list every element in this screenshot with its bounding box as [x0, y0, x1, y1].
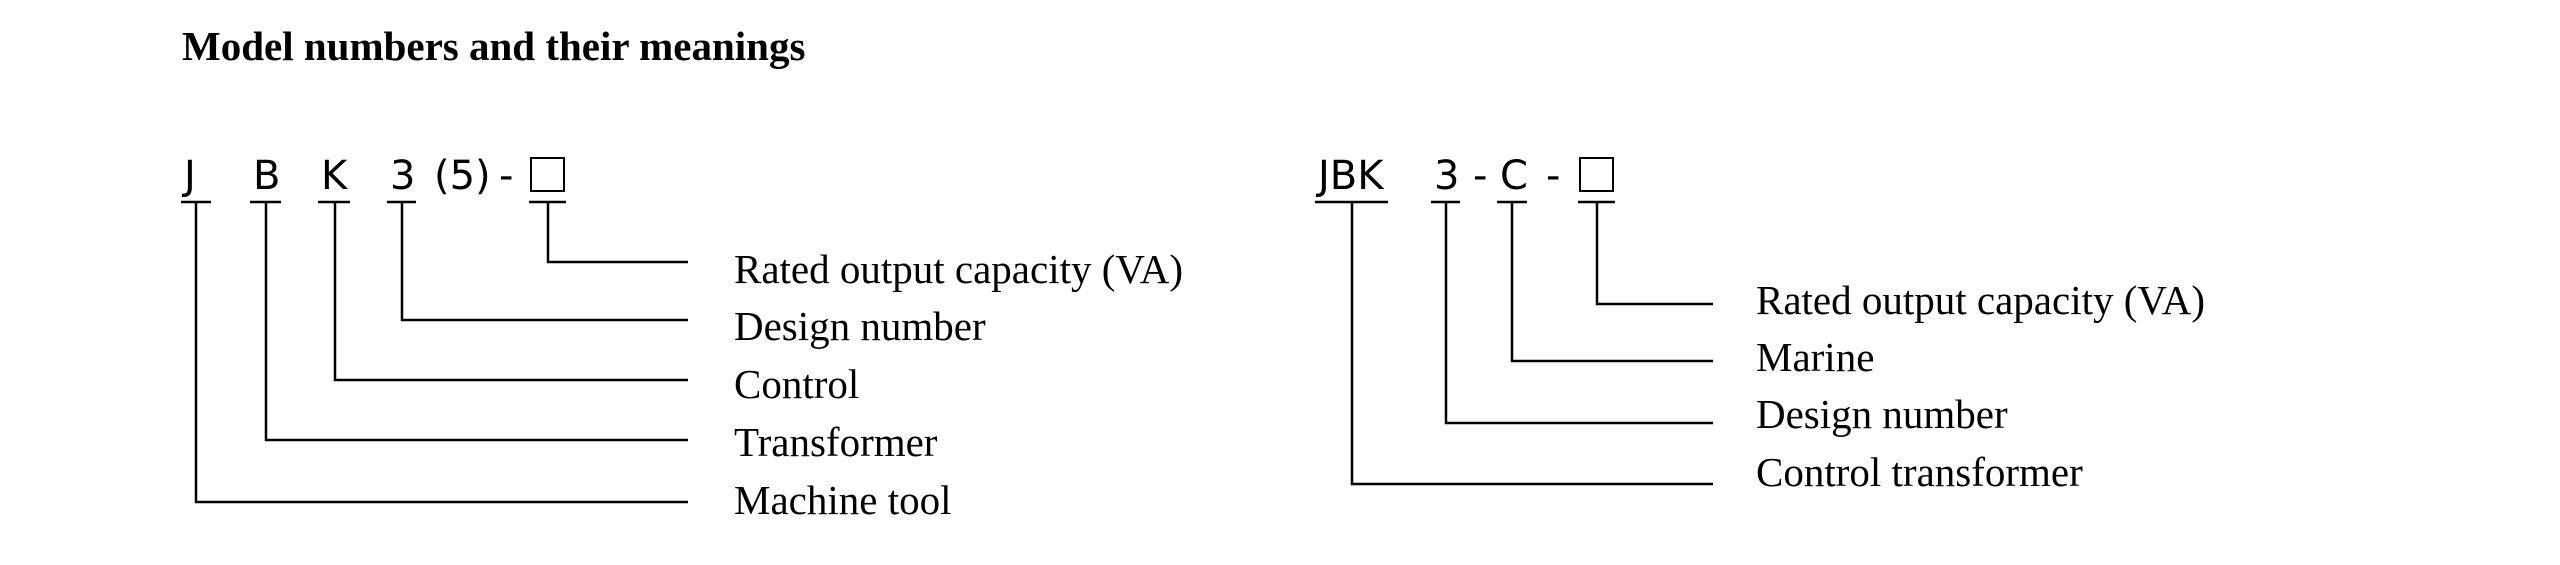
- code-digit-3: 3: [1434, 153, 1460, 199]
- leader-control-transformer: [1350, 202, 1713, 486]
- label-design-number: Design number: [1756, 391, 2008, 437]
- code-letter-j: J: [184, 153, 196, 199]
- capacity-placeholder-box: [530, 157, 565, 192]
- label-marine: Marine: [1756, 334, 1875, 380]
- code-dash: -: [499, 153, 514, 199]
- label-rated-output-capacity: Rated output capacity (VA): [734, 246, 1183, 292]
- code-letter-k: K: [321, 153, 348, 199]
- leader-control: [333, 202, 688, 382]
- code-variant-5: (5): [434, 153, 491, 199]
- label-transformer: Transformer: [734, 419, 938, 465]
- capacity-placeholder-box: [1579, 157, 1614, 192]
- leader-machine-tool: [194, 202, 688, 504]
- label-design-number: Design number: [734, 303, 986, 349]
- label-machine-tool: Machine tool: [734, 477, 952, 523]
- code-letter-c: C: [1500, 153, 1528, 199]
- leader-design-number: [1444, 202, 1713, 425]
- label-rated-output-capacity: Rated output capacity (VA): [1756, 277, 2205, 323]
- leader-transformer: [264, 202, 688, 442]
- code-letter-b: B: [253, 153, 281, 199]
- leader-capacity: [546, 202, 688, 264]
- leader-marine: [1510, 202, 1713, 363]
- code-dash: -: [1473, 153, 1488, 199]
- leader-capacity: [1595, 202, 1713, 306]
- label-control: Control: [734, 361, 860, 407]
- code-prefix-jbk: JBK: [1318, 153, 1384, 199]
- code-digit-3: 3: [390, 153, 416, 199]
- label-control-transformer: Control transformer: [1756, 449, 2083, 495]
- leader-design-number: [400, 202, 688, 322]
- page-title: Model numbers and their meanings: [182, 23, 806, 69]
- code-dash: -: [1546, 153, 1561, 199]
